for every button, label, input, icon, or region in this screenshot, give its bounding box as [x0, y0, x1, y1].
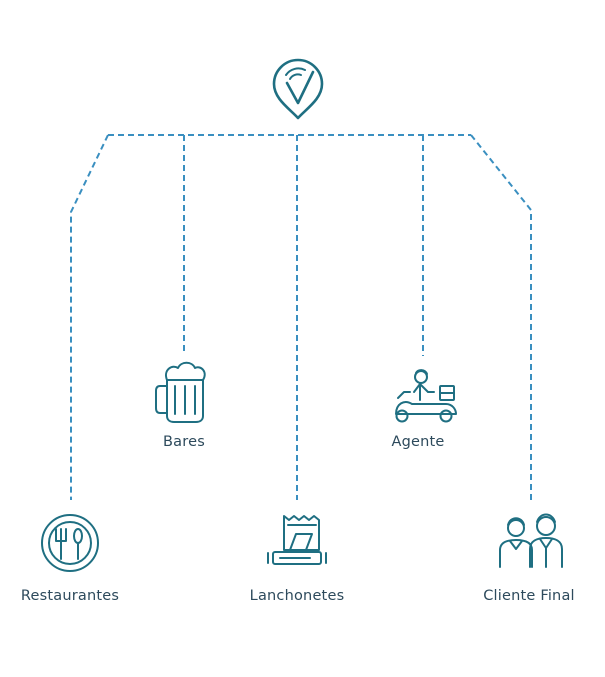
beer-mug-icon — [155, 361, 206, 423]
delivery-scooter-icon — [395, 369, 457, 423]
customers-icon — [499, 513, 563, 568]
connector-cliente-final — [470, 134, 532, 500]
node-label-agente: Agente — [391, 434, 445, 450]
node-label-lanchonetes: Lanchonetes — [249, 588, 345, 604]
node-label-restaurantes: Restaurantes — [20, 588, 120, 604]
pin-check-logo-icon — [272, 58, 324, 120]
node-label-bares: Bares — [163, 434, 205, 450]
snack-bar-icon — [267, 515, 327, 565]
connector-restaurantes — [70, 134, 109, 500]
node-label-cliente-final: Cliente Final — [483, 588, 575, 604]
connector-lines — [70, 134, 532, 500]
plate-cutlery-icon — [41, 514, 99, 572]
